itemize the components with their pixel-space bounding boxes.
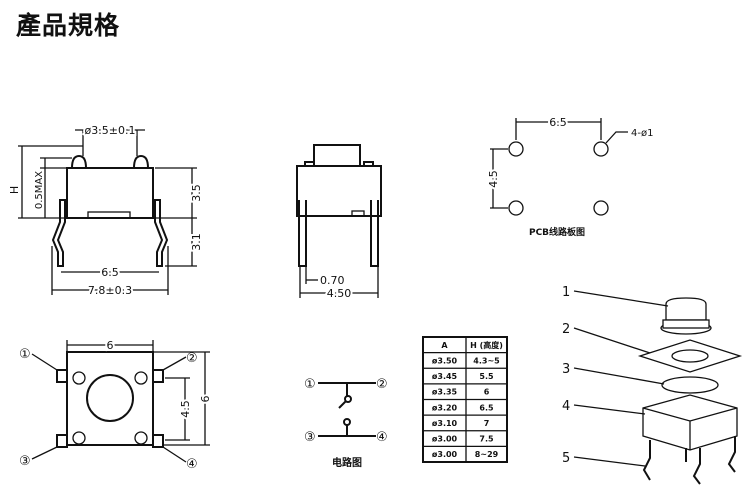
- switch-body: [66, 167, 154, 219]
- pcb-pitch-x: 6.5: [549, 116, 567, 129]
- right-leg: [154, 199, 169, 267]
- table-cell: ø3.00: [432, 435, 458, 444]
- circuit-pin-1: ①: [304, 377, 316, 392]
- top-pitch-label: 4.5: [179, 400, 192, 418]
- leg-height-label: 3.1: [190, 233, 203, 251]
- pcb-layout: 6.5 4.5 4-ø1 PCB线路板图: [485, 114, 653, 238]
- table-cell: ø3.10: [432, 419, 458, 428]
- table-cell: ø3.50: [432, 356, 458, 365]
- left-leg: [51, 199, 66, 267]
- table-cell: 8~29: [475, 450, 499, 459]
- top-height-label: 6: [199, 396, 212, 403]
- circuit-caption: 电路图: [332, 456, 362, 469]
- table-cell: ø3.45: [432, 372, 458, 381]
- exploded-view: 1 2 3 4 5: [562, 285, 743, 485]
- part-2-label: 2: [562, 322, 570, 337]
- front-width-label: 4.50: [327, 287, 352, 300]
- side-view: ø3.5±0.1 H 0.5MAX 3.5 3.1 6.5 7.8±0.3: [8, 122, 205, 299]
- table-cell: 6: [484, 388, 490, 397]
- button-caps: [71, 154, 149, 169]
- circuit-diagram: ① ② ③ ④ 电路图: [304, 377, 388, 469]
- pcb-holes-label: 4-ø1: [631, 128, 653, 139]
- height-label: H: [8, 186, 21, 194]
- part-1-label: 1: [562, 285, 570, 300]
- table-cell: 7: [484, 419, 490, 428]
- height-table: A H (高度) ø3.50 4.3~5 ø3.45 5.5 ø3.35 6 ø3.20 6.5 ø…: [422, 336, 508, 463]
- table-cell: 7.5: [479, 435, 494, 444]
- circuit-pin-4: ④: [376, 430, 388, 445]
- front-view: 0.70 4.50: [296, 144, 382, 302]
- pin-4-label: ④: [186, 457, 198, 472]
- part-4-label: 4: [562, 399, 570, 414]
- leg-width-label: 0.70: [320, 274, 345, 287]
- max-label: 0.5MAX: [34, 171, 45, 209]
- table-header: H (高度): [470, 340, 503, 350]
- circuit-pin-3: ③: [304, 430, 316, 445]
- top-view: 6 4.5 6 ① ② ③ ④: [19, 337, 214, 472]
- table-cell: ø3.20: [432, 403, 458, 412]
- width-label: 7.8±0.3: [88, 284, 132, 297]
- pcb-pitch-y: 4.5: [487, 170, 500, 188]
- pcb-caption: PCB线路板图: [529, 226, 585, 238]
- table-header: A: [441, 341, 448, 350]
- table-cell: 6.5: [479, 403, 494, 412]
- page-title: 產品規格: [16, 11, 121, 40]
- pin-1-label: ①: [19, 347, 31, 362]
- top-width-label: 6: [107, 339, 114, 352]
- table-cell: 5.5: [479, 372, 494, 381]
- pitch-label: 6.5: [101, 266, 119, 279]
- table-cell: ø3.00: [432, 450, 458, 459]
- circuit-pin-2: ②: [376, 377, 388, 392]
- table-cell: 4.3~5: [473, 356, 500, 365]
- pin-2-label: ②: [186, 351, 198, 366]
- pin-3-label: ③: [19, 454, 31, 469]
- part-5-label: 5: [562, 451, 570, 466]
- diameter-label: ø3.5±0.1: [85, 124, 136, 137]
- table-cell: ø3.35: [432, 388, 458, 397]
- part-3-label: 3: [562, 362, 570, 377]
- body-height-label: 3.5: [190, 184, 203, 202]
